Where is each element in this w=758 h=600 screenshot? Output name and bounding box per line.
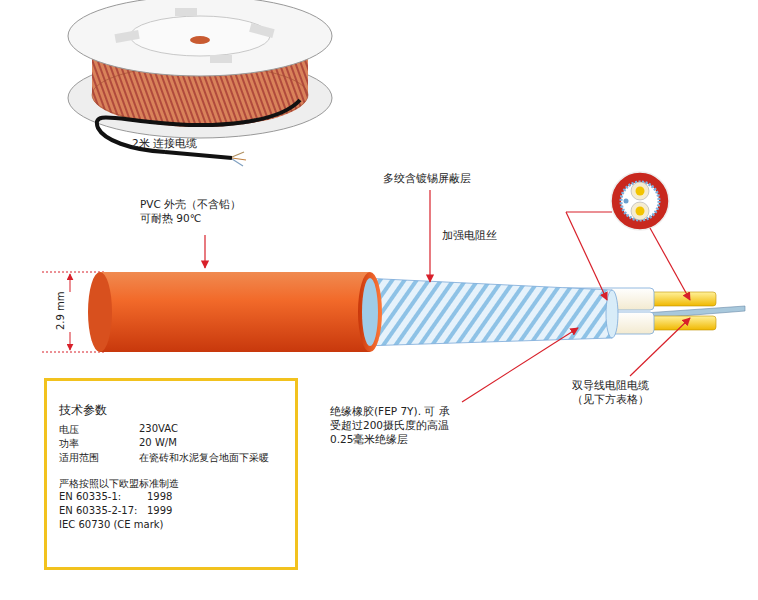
box-heading: 技术参数 (59, 403, 107, 418)
table-cell: EN 60335-2-17: (59, 505, 137, 516)
spec-box: 技术参数电压 230VAC 功率 20 W/M 适用范围 在瓷砖和水泥复合地面下采暖严格按… (44, 378, 298, 570)
cable-type-label: 双导线电阻电缆 （见下方表格） (570, 378, 650, 406)
table-cell: 电压 (59, 423, 79, 437)
leader-lines (205, 190, 690, 402)
table-cell: 在瓷砖和水泥复合地面下采暖 (139, 451, 269, 465)
cable-body (88, 272, 745, 352)
table-cell: IEC 60730 (CE mark) (59, 519, 163, 530)
table-cell: 适用范围 (59, 451, 99, 465)
insulation-label: 绝缘橡胶(FEP 7Y). 可 承受超过200摄氏度的高温 0.25毫米绝缘层 (330, 404, 454, 447)
table-cell: 1999 (147, 505, 172, 516)
table-cell: 严格按照以下欧盟标准制造 (59, 477, 179, 491)
table-cell: 230VAC (139, 423, 178, 434)
sheath-label: PVC 外壳（不含铅） 可耐热 90℃ (140, 197, 252, 225)
table-cell: 1998 (147, 491, 172, 502)
table-cell: 功率 (59, 437, 79, 451)
table-cell: 20 W/M (139, 437, 177, 448)
cable-name: 2米 连接电缆 (132, 136, 197, 150)
shield-label: 多绞含镀锡屏蔽层 (383, 171, 471, 185)
cross-section (611, 172, 669, 230)
dimension-label: 2.9 mm (54, 286, 68, 336)
table-cell: EN 60335-1: (59, 491, 121, 502)
cable-spool (68, 0, 332, 166)
heating-wire-label: 加强电阻丝 (442, 228, 497, 242)
